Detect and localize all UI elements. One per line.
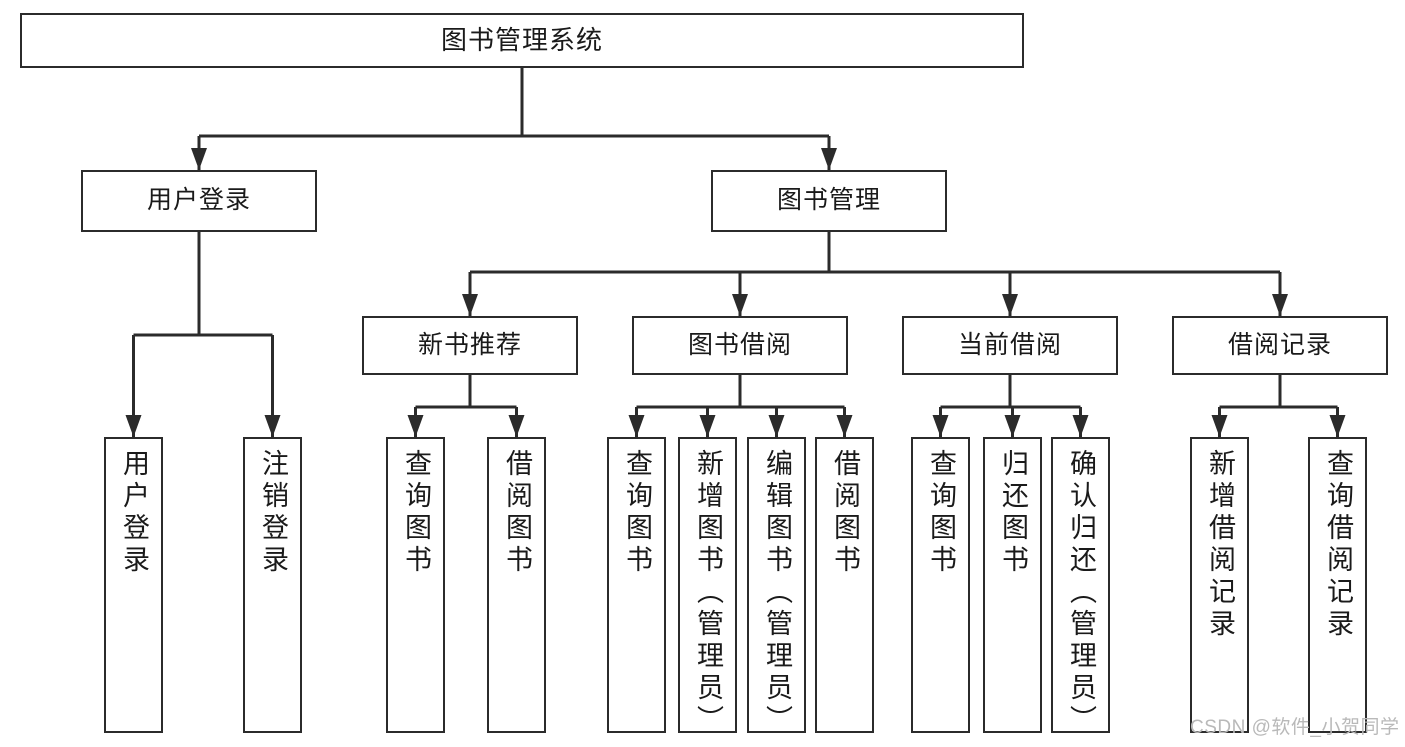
- node-leaf-rec-query[interactable]: 查询图书: [386, 437, 445, 733]
- node-label-book-manage: 图书管理: [776, 186, 881, 215]
- node-book-manage[interactable]: 图书管理: [711, 170, 947, 232]
- node-leaf-borrow-query[interactable]: 查询图书: [607, 437, 666, 733]
- node-leaf-borrow-edit[interactable]: 编辑图书（管理员）: [747, 437, 806, 733]
- node-leaf-logout[interactable]: 注销登录: [243, 437, 302, 733]
- arrowhead-leaf-rec-search: [1329, 415, 1346, 437]
- arrowhead-current-borrow: [1002, 294, 1018, 316]
- arrowhead-leaf-rec-add: [1211, 415, 1228, 437]
- node-label-root: 图书管理系统: [440, 25, 603, 56]
- arrowhead-leaf-rec-borrow: [508, 415, 525, 437]
- node-label-leaf-rec-query: 查询图书: [401, 449, 431, 577]
- node-new-book-rec[interactable]: 新书推荐: [362, 316, 578, 375]
- arrowhead-leaf-cur-confirm: [1072, 415, 1089, 437]
- node-leaf-cur-confirm[interactable]: 确认归还（管理员）: [1051, 437, 1110, 733]
- node-label-leaf-rec-borrow: 借阅图书: [502, 449, 532, 577]
- node-label-leaf-cur-return: 归还图书: [998, 449, 1028, 577]
- node-label-leaf-borrow-add: 新增图书（管理员）: [693, 449, 723, 733]
- arrowhead-leaf-borrow-do: [836, 415, 853, 437]
- node-leaf-cur-query[interactable]: 查询图书: [911, 437, 970, 733]
- node-leaf-user-login[interactable]: 用户登录: [104, 437, 163, 733]
- node-label-leaf-borrow-edit: 编辑图书（管理员）: [762, 449, 792, 733]
- node-leaf-borrow-do[interactable]: 借阅图书: [815, 437, 874, 733]
- arrowhead-leaf-logout: [264, 415, 281, 437]
- node-label-new-book-rec: 新书推荐: [417, 330, 522, 359]
- arrowhead-leaf-borrow-edit: [768, 415, 785, 437]
- node-label-current-borrow: 当前借阅: [957, 330, 1062, 359]
- node-borrow-record[interactable]: 借阅记录: [1172, 316, 1388, 375]
- node-leaf-rec-add[interactable]: 新增借阅记录: [1190, 437, 1249, 733]
- arrowhead-leaf-borrow-query: [628, 415, 645, 437]
- arrowhead-new-book-rec: [462, 294, 478, 316]
- node-leaf-rec-search[interactable]: 查询借阅记录: [1308, 437, 1367, 733]
- arrowhead-user-login: [191, 148, 207, 170]
- node-label-leaf-rec-search: 查询借阅记录: [1323, 449, 1353, 641]
- arrowhead-borrow-record: [1272, 294, 1288, 316]
- node-current-borrow[interactable]: 当前借阅: [902, 316, 1118, 375]
- arrowhead-leaf-user-login: [125, 415, 142, 437]
- node-label-leaf-cur-confirm: 确认归还（管理员）: [1066, 449, 1096, 733]
- node-label-user-login: 用户登录: [146, 186, 251, 215]
- node-leaf-borrow-add[interactable]: 新增图书（管理员）: [678, 437, 737, 733]
- node-label-leaf-user-login: 用户登录: [119, 449, 149, 577]
- node-book-borrow[interactable]: 图书借阅: [632, 316, 848, 375]
- node-label-leaf-borrow-do: 借阅图书: [830, 449, 860, 577]
- node-leaf-cur-return[interactable]: 归还图书: [983, 437, 1042, 733]
- node-label-leaf-rec-add: 新增借阅记录: [1205, 449, 1235, 641]
- node-label-book-borrow: 图书借阅: [687, 330, 792, 359]
- arrowhead-leaf-cur-return: [1004, 415, 1021, 437]
- arrowhead-book-manage: [821, 148, 837, 170]
- node-label-borrow-record: 借阅记录: [1227, 330, 1332, 359]
- node-user-login[interactable]: 用户登录: [81, 170, 317, 232]
- watermark-text: CSDN @软件_小贺同学: [1190, 717, 1400, 738]
- node-leaf-rec-borrow[interactable]: 借阅图书: [487, 437, 546, 733]
- node-label-leaf-logout: 注销登录: [258, 449, 288, 577]
- node-label-leaf-borrow-query: 查询图书: [622, 449, 652, 577]
- node-root[interactable]: 图书管理系统: [20, 13, 1024, 68]
- arrowhead-leaf-cur-query: [932, 415, 949, 437]
- arrowhead-leaf-rec-query: [407, 415, 424, 437]
- node-label-leaf-cur-query: 查询图书: [926, 449, 956, 577]
- arrowhead-leaf-borrow-add: [699, 415, 716, 437]
- arrowhead-book-borrow: [732, 294, 748, 316]
